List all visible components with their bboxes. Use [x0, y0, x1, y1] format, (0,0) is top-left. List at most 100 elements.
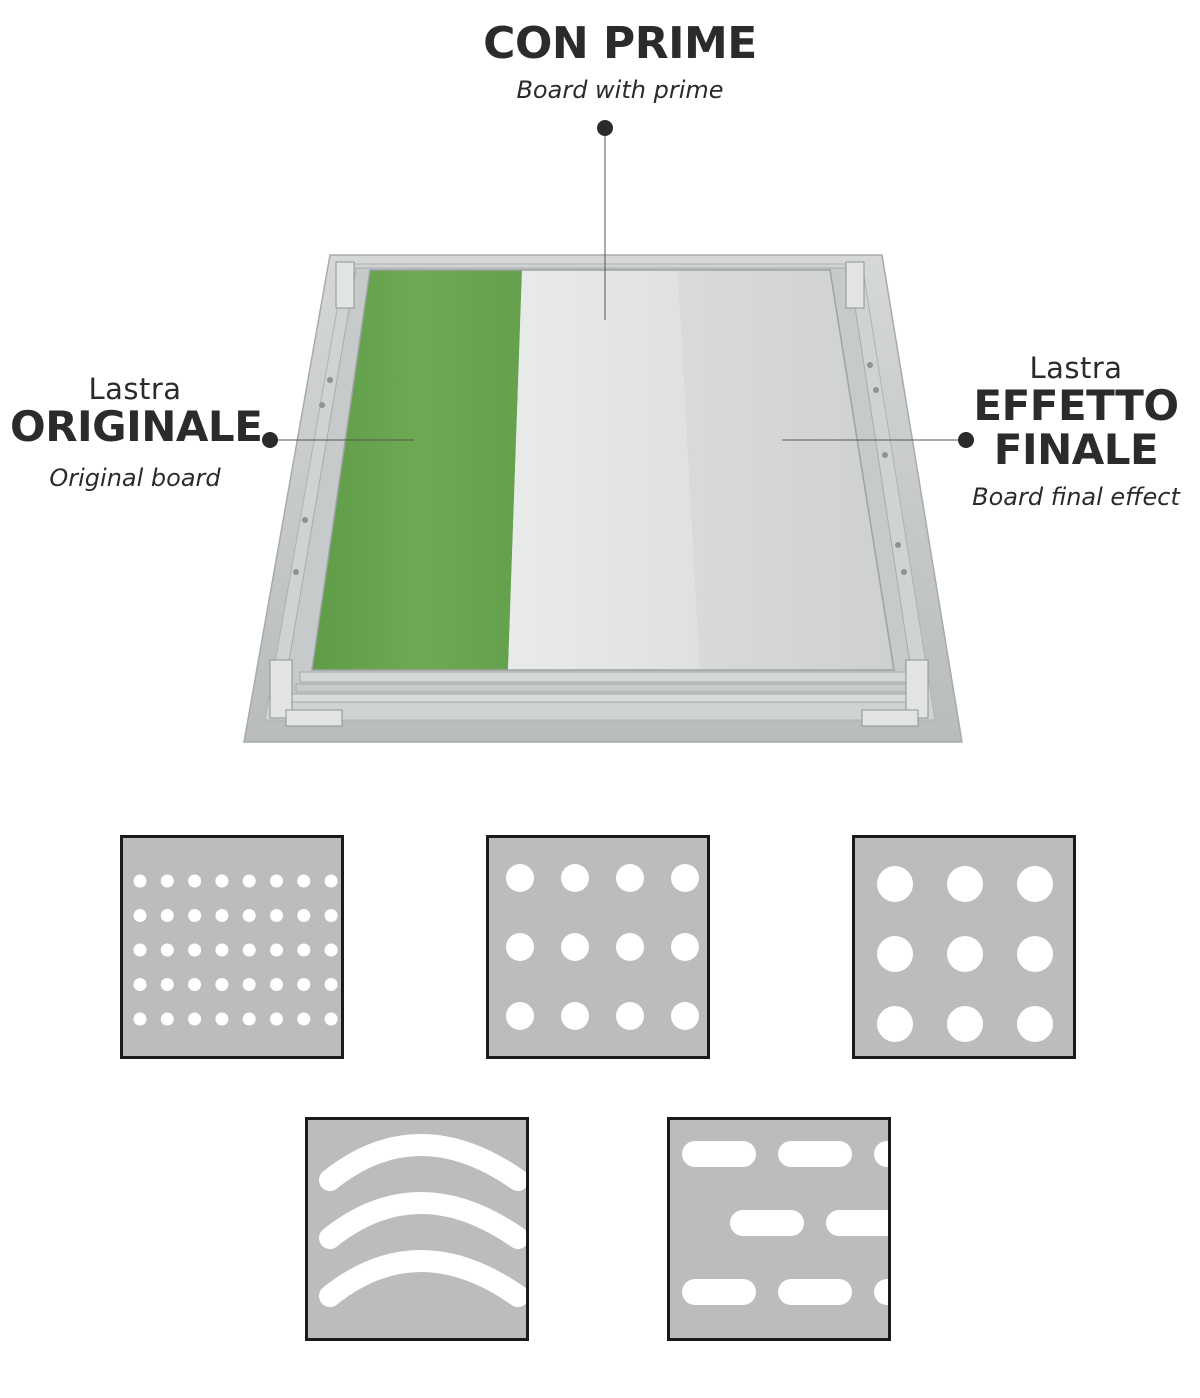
perforation-hole	[616, 864, 644, 892]
callout-originale: Lastra ORIGINALE Original board	[10, 372, 263, 492]
perforation-hole	[160, 943, 174, 957]
oblong-slot	[682, 1279, 756, 1305]
perforation-hole	[506, 1002, 534, 1030]
perforation-hole	[877, 1006, 913, 1042]
perforation-hole	[215, 978, 229, 991]
oblong-slot	[778, 1141, 852, 1167]
callout-top-title: CON PRIME	[483, 18, 757, 69]
callout-dot-right	[958, 432, 974, 448]
perforation-hole	[215, 943, 229, 957]
callout-top-subtitle: Board with prime	[516, 76, 724, 104]
perforation-hole	[270, 909, 283, 922]
perforation-hole	[242, 943, 256, 957]
callout-dot-left	[262, 432, 278, 448]
pattern-medium-round-holes	[486, 835, 710, 1059]
callout-dot-top	[597, 120, 613, 136]
perforation-hole	[133, 943, 147, 957]
perforation-hole	[188, 909, 202, 922]
pattern-small-round-holes	[120, 835, 344, 1059]
perforation-hole	[324, 943, 338, 957]
perforation-hole	[270, 978, 283, 991]
perforation-hole	[506, 864, 534, 892]
callout-left-pre: Lastra	[88, 372, 182, 406]
corner-bracket	[269, 659, 293, 719]
oblong-slot	[874, 1141, 888, 1167]
perforation-hole	[1017, 866, 1053, 902]
perforation-hole	[877, 866, 913, 902]
arc-slots-icon	[319, 1134, 526, 1307]
perforation-hole	[671, 1002, 699, 1030]
perforation-hole	[1017, 1006, 1053, 1042]
perforation-hole	[561, 864, 589, 892]
board-original	[312, 270, 522, 670]
perforation-hole	[188, 943, 202, 957]
callout-con-prime: CON PRIME Board with prime	[420, 18, 820, 104]
callout-right-pre: Lastra	[1029, 351, 1123, 385]
pattern-large-round-holes	[852, 835, 1076, 1059]
perforation-hole	[297, 909, 311, 922]
bottom-rail-1	[299, 671, 907, 683]
corner-bracket	[285, 709, 343, 727]
dot-grid-medium-icon	[506, 864, 699, 1030]
board-final	[678, 270, 894, 670]
perforation-hole	[671, 864, 699, 892]
perforation-hole	[242, 978, 256, 991]
corner-bracket	[861, 709, 919, 727]
perforation-hole	[133, 978, 147, 991]
perforation-hole	[297, 943, 311, 957]
oblong-slot	[682, 1141, 756, 1167]
perforation-hole	[160, 874, 174, 888]
oblong-slot	[778, 1279, 852, 1305]
perforation-hole	[188, 978, 202, 991]
perforation-hole	[270, 1012, 283, 1026]
bottom-rail-2	[295, 683, 911, 693]
perforation-hole	[215, 1012, 229, 1026]
perforation-hole	[188, 1012, 202, 1026]
oblong-slot	[874, 1279, 888, 1305]
perforation-hole	[242, 874, 256, 888]
perforation-hole	[297, 874, 311, 888]
perforation-hole	[947, 936, 983, 972]
callout-left-subtitle: Original board	[49, 464, 221, 492]
pattern-curved-slots	[305, 1117, 529, 1341]
perforation-hole	[506, 933, 534, 961]
bottom-rail-3	[289, 693, 917, 703]
dot-grid-small-icon	[133, 874, 338, 1026]
perforation-hole	[877, 936, 913, 972]
perforation-hole	[270, 943, 283, 957]
callout-lines	[270, 130, 966, 441]
oblong-slot	[730, 1210, 804, 1236]
perforation-hole	[616, 933, 644, 961]
perforation-hole	[324, 874, 338, 888]
perforation-hole	[133, 1012, 147, 1026]
callout-left-title: ORIGINALE	[10, 402, 263, 451]
perforation-hole	[133, 874, 147, 888]
perforation-hole	[160, 978, 174, 991]
perforation-hole	[133, 909, 147, 922]
callout-right-title-line1: EFFETTO	[973, 381, 1179, 430]
perforation-hole	[561, 933, 589, 961]
callout-right-subtitle: Board final effect	[972, 483, 1180, 511]
perforation-hole	[947, 1006, 983, 1042]
access-panel-illustration	[243, 120, 974, 743]
perforation-hole	[297, 1012, 311, 1026]
perforation-hole	[561, 1002, 589, 1030]
corner-bracket	[905, 659, 929, 719]
perforation-hole	[297, 978, 311, 991]
perforation-hole	[324, 1012, 338, 1026]
perforation-hole	[671, 933, 699, 961]
perforation-hole	[215, 909, 229, 922]
perforation-hole	[215, 874, 229, 888]
corner-bracket	[845, 261, 865, 309]
perforation-hole	[242, 909, 256, 922]
pattern-oblong-slots	[667, 1117, 891, 1341]
perforation-hole	[270, 874, 283, 888]
oblong-slots-icon	[682, 1141, 888, 1305]
perforation-hole	[1017, 936, 1053, 972]
dot-grid-large-icon	[877, 866, 1053, 1042]
perforation-hole	[616, 1002, 644, 1030]
perforation-hole	[324, 978, 338, 991]
board-primed	[508, 270, 700, 670]
callout-effetto-finale: Lastra EFFETTO FINALE Board final effect	[962, 351, 1190, 511]
perforation-hole	[160, 909, 174, 922]
